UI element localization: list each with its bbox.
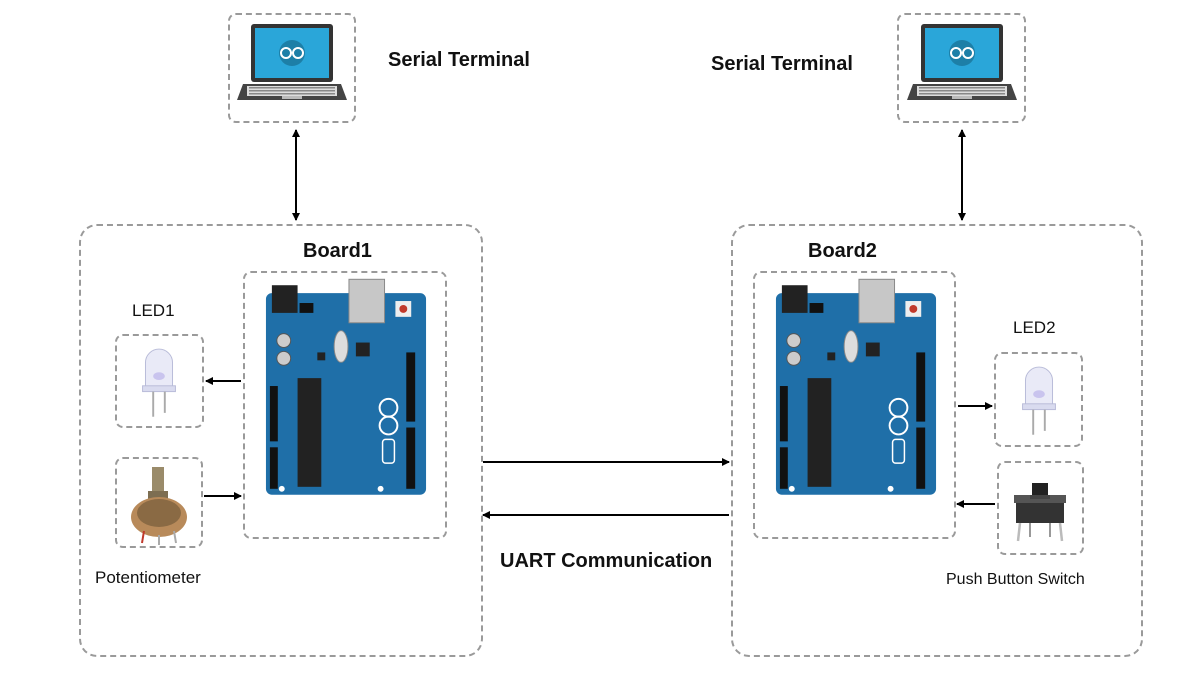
laptop2-frame xyxy=(897,13,1026,123)
serial-terminal-1-label: Serial Terminal xyxy=(388,49,530,71)
potentiometer-icon xyxy=(130,466,188,545)
board1-frame xyxy=(243,271,447,539)
led2-label: LED2 xyxy=(1013,318,1056,337)
board2-title: Board2 xyxy=(808,240,877,262)
arduino-uno-icon xyxy=(774,278,938,496)
board2-frame xyxy=(753,271,956,539)
board1-group xyxy=(79,224,483,657)
board2-group xyxy=(731,224,1143,657)
push-button-icon xyxy=(1012,481,1068,543)
led-icon xyxy=(1021,366,1057,436)
pot-frame xyxy=(115,457,203,548)
led1-label: LED1 xyxy=(132,301,175,320)
potentiometer-label: Potentiometer xyxy=(95,568,201,587)
led1-frame xyxy=(115,334,204,428)
arduino-uno-icon xyxy=(264,278,428,496)
push-button-label: Push Button Switch xyxy=(946,571,1085,588)
laptop1-frame xyxy=(228,13,356,123)
laptop-icon xyxy=(907,23,1017,101)
led-icon xyxy=(141,348,177,418)
uart-label: UART Communication xyxy=(500,550,713,572)
switch-frame xyxy=(997,461,1084,555)
serial-terminal-2-label: Serial Terminal xyxy=(711,53,853,75)
board1-title: Board1 xyxy=(303,240,372,262)
laptop-icon xyxy=(237,23,347,101)
led2-frame xyxy=(994,352,1083,447)
